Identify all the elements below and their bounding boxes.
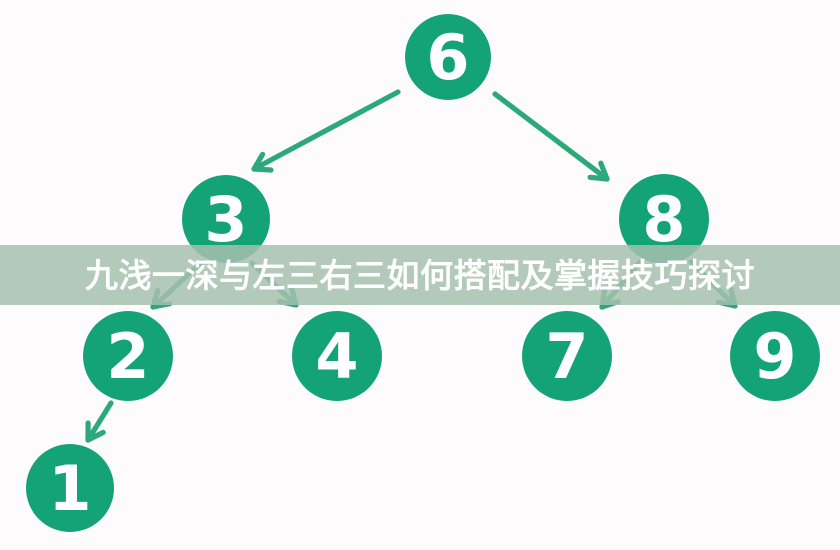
banner-title: 九浅一深与左三右三如何搭配及掌握技巧探讨 (85, 256, 755, 294)
edge-6-3 (251, 89, 401, 173)
arrowhead-icon (85, 429, 106, 443)
node-circle (292, 311, 382, 401)
node-circle (83, 311, 173, 401)
node-circle (522, 311, 612, 401)
tree-node-8: 8 (619, 174, 709, 264)
tree-node-3: 3 (182, 175, 270, 263)
tree-node-7: 7 (522, 311, 612, 401)
node-value: 4 (315, 320, 358, 393)
title-banner: 九浅一深与左三右三如何搭配及掌握技巧探讨 (0, 245, 840, 305)
node-value: 2 (106, 320, 149, 393)
tree-node-6: 6 (405, 14, 491, 100)
node-circle (619, 174, 709, 264)
arrowhead-icon (598, 160, 610, 182)
edge-6-8 (492, 91, 610, 182)
arrow-shaft (87, 400, 114, 440)
tree-node-1: 1 (26, 444, 114, 532)
node-value: 7 (545, 320, 588, 393)
node-value: 3 (204, 183, 247, 256)
tree-node-4: 4 (292, 311, 382, 401)
arrow-shaft (492, 91, 607, 180)
node-circle (26, 444, 114, 532)
node-circle (182, 175, 270, 263)
node-circle (730, 311, 820, 401)
arrow-shaft (254, 89, 401, 170)
node-value: 9 (753, 320, 796, 393)
tree-node-2: 2 (83, 311, 173, 401)
node-value: 1 (48, 452, 91, 525)
edge-2-1 (85, 400, 114, 443)
arrowhead-icon (251, 166, 274, 173)
node-value: 8 (642, 183, 685, 256)
tree-node-9: 9 (730, 311, 820, 401)
node-circle (405, 14, 491, 100)
node-value: 6 (426, 21, 469, 94)
